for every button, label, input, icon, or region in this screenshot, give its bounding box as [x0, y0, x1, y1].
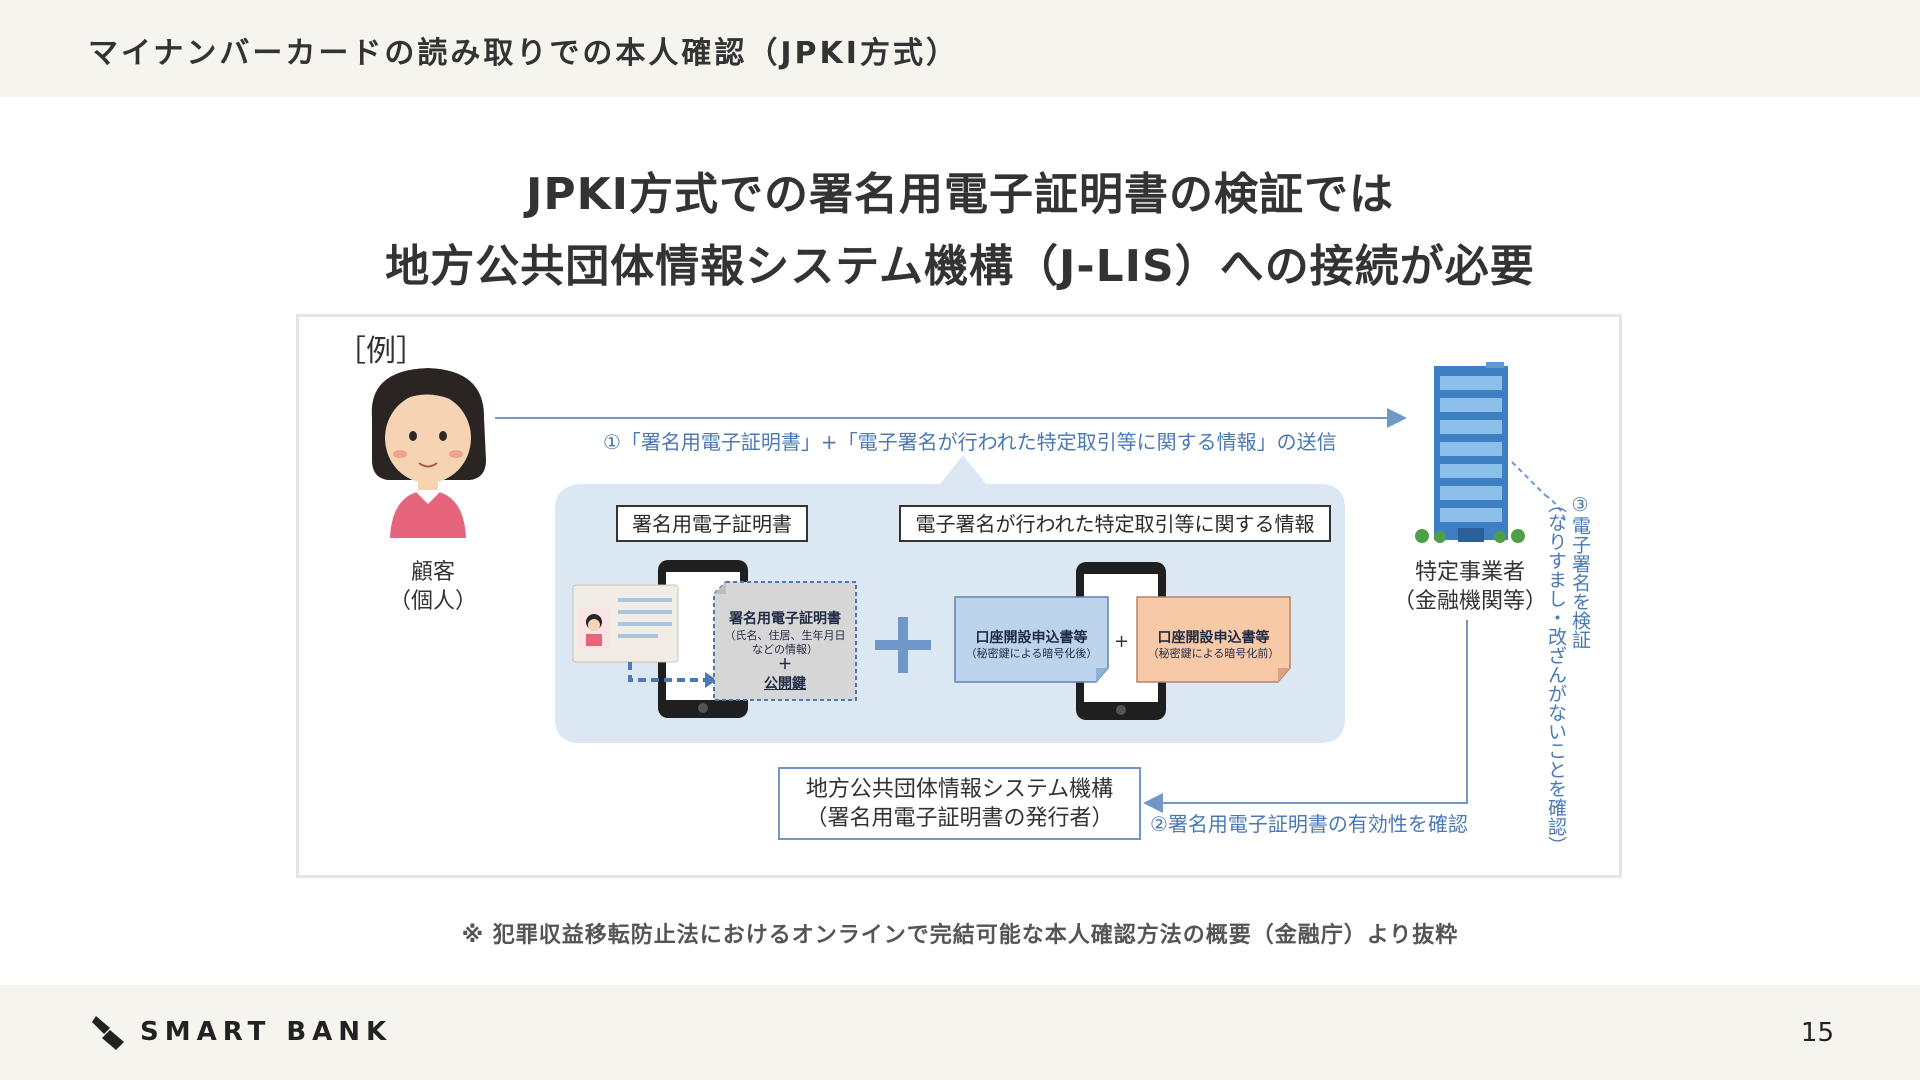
cert-doc-title: 署名用電子証明書 — [729, 611, 841, 627]
jlis-box: 地方公共団体情報システム機構 （署名用電子証明書の発行者） — [778, 767, 1141, 840]
jlis-line-1: 地方公共団体情報システム機構 — [805, 777, 1114, 802]
doc-before-sub: （秘密鍵による暗号化前） — [1147, 647, 1280, 660]
logo-text: SMART BANK — [140, 1017, 393, 1047]
example-label: ［例］ — [336, 334, 426, 369]
step3-bracket — [1544, 494, 1566, 521]
footer-bar — [0, 985, 1920, 1080]
slide-title: マイナンバーカードの読み取りでの本人確認（JPKI方式） — [88, 36, 959, 71]
business-label-line-1: 特定事業者 — [1414, 560, 1525, 585]
step3-dash — [1511, 461, 1546, 496]
step2-arrow — [1143, 620, 1468, 813]
business-label-line-2: （金融機関等） — [1392, 589, 1547, 614]
step3-label: ③電子署名を検証 — [1569, 494, 1591, 649]
cert-doc-public-key: 公開鍵 — [764, 676, 806, 692]
cert-doc-sub2: などの情報） — [752, 643, 818, 656]
jlis-line-2: （署名用電子証明書の発行者） — [805, 806, 1114, 831]
doc-encrypted-after — [954, 596, 1109, 683]
card-read-arrow — [628, 662, 705, 682]
smartbank-logo-icon — [92, 1016, 124, 1050]
headline-line-1: JPKI方式での署名用電子証明書の検証では — [525, 169, 1395, 220]
small-plus: + — [1114, 631, 1130, 652]
big-plus-icon — [875, 617, 931, 673]
certificate-doc — [713, 581, 857, 701]
doc-after-sub: （秘密鍵による暗号化後） — [965, 647, 1098, 660]
page-number: 15 — [1800, 1018, 1834, 1048]
cert-doc-sub1: （氏名、住居、生年月日 — [724, 629, 846, 642]
business-label: 特定事業者 （金融機関等） — [1390, 558, 1550, 616]
customer-illustration — [371, 368, 486, 538]
cert-doc-plus: ＋ — [778, 657, 792, 673]
diagram-frame — [296, 314, 1622, 878]
customer-label: 顧客 （個人） — [383, 558, 483, 616]
step1-label: ①「署名用電子証明書」+「電子署名が行われた特定取引等に関する情報」の送信 — [603, 430, 1337, 454]
customer-label-line-1: 顧客 — [410, 560, 455, 585]
header-bar — [0, 0, 1920, 97]
customer-label-line-2: （個人） — [388, 589, 477, 614]
doc-encrypted-before — [1136, 596, 1291, 683]
building-illustration — [1415, 362, 1525, 543]
doc-before-title: 口座開設申込書等 — [1157, 630, 1270, 646]
cert-box-title: 署名用電子証明書 — [616, 505, 808, 542]
my-number-card — [572, 584, 679, 663]
step2-label: ②署名用電子証明書の有効性を確認 — [1150, 812, 1468, 836]
source-note: ※ 犯罪収益移転防止法におけるオンラインで完結可能な本人確認方法の概要（金融庁）… — [461, 923, 1459, 948]
headline-line-2: 地方公共団体情報システム機構（J-LIS）への接続が必要 — [385, 241, 1535, 292]
doc-after-title: 口座開設申込書等 — [975, 630, 1088, 646]
step3-sub-label: （なりすまし・改ざんがないことを確認） — [1545, 494, 1567, 855]
info-box-title: 電子署名が行われた特定取引等に関する情報 — [899, 505, 1331, 542]
